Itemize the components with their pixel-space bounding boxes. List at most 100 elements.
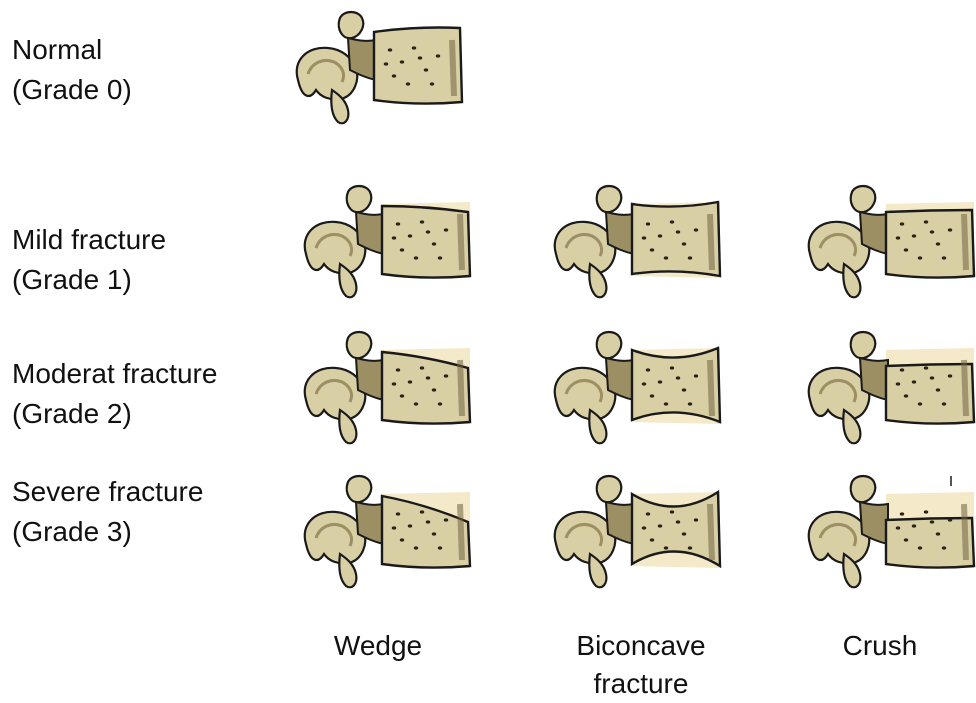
trabecular-pore	[676, 376, 680, 379]
row-label-severe: Severe fracture (Grade 3)	[12, 472, 203, 552]
trabecular-pore	[430, 82, 434, 85]
trabecular-pore	[444, 228, 448, 231]
trabecular-pore	[424, 68, 428, 71]
column-label-crush: Crush	[820, 627, 940, 665]
cortical-shading	[964, 214, 966, 270]
trabecular-pore	[924, 366, 928, 369]
trabecular-pore	[420, 510, 424, 513]
trabecular-pore	[930, 520, 934, 523]
trabecular-pore	[948, 228, 952, 231]
vertebra-severe-wedge	[298, 474, 478, 592]
trabecular-pore	[642, 382, 646, 385]
vertebra-moderate-crush	[802, 330, 976, 448]
trabecular-pore	[408, 524, 412, 527]
articular-process	[851, 476, 876, 502]
trabecular-pore	[924, 220, 928, 223]
trabecular-pore	[642, 526, 646, 529]
vertebra-severe-biconcave	[548, 474, 728, 592]
trabecular-pore	[392, 236, 396, 239]
trabecular-pore	[400, 538, 404, 541]
trabecular-pore	[646, 512, 650, 515]
vertebra-svg	[802, 474, 976, 592]
trabecular-pore	[432, 532, 436, 535]
vertebral-body	[886, 364, 974, 424]
trabecular-pore	[414, 256, 418, 259]
column-label-line1: Wedge	[334, 630, 422, 661]
cortical-shading	[460, 214, 462, 270]
cortical-shading	[460, 360, 462, 416]
articular-process	[597, 476, 622, 502]
trabecular-pore	[912, 234, 916, 237]
row-label-line1: Normal	[12, 30, 132, 70]
trabecular-pore	[642, 236, 646, 239]
articular-process	[851, 186, 876, 212]
cortical-shading	[710, 360, 712, 416]
trabecular-pore	[408, 380, 412, 383]
trabecular-pore	[426, 230, 430, 233]
trabecular-pore	[924, 510, 928, 513]
trabecular-pore	[682, 242, 686, 245]
cortical-shading	[710, 504, 712, 560]
trabecular-pore	[664, 546, 668, 549]
trabecular-pore	[664, 256, 668, 259]
trabecular-pore	[400, 60, 404, 63]
row-label-normal: Normal (Grade 0)	[12, 30, 132, 110]
cortical-shading	[964, 504, 966, 560]
trabecular-pore	[396, 222, 400, 225]
trabecular-pore	[918, 256, 922, 259]
articular-process	[347, 332, 372, 358]
trabecular-pore	[444, 374, 448, 377]
trabecular-pore	[438, 402, 442, 405]
row-label-moderate: Moderat fracture (Grade 2)	[12, 354, 217, 434]
trabecular-pore	[896, 526, 900, 529]
trabecular-pore	[414, 402, 418, 405]
vertebra-mild-wedge	[298, 184, 478, 302]
trabecular-pore	[688, 402, 692, 405]
stray-mark	[950, 476, 952, 486]
articular-process	[347, 186, 372, 212]
trabecular-pore	[426, 520, 430, 523]
trabecular-pore	[406, 82, 410, 85]
articular-process	[597, 332, 622, 358]
column-label-line2: fracture	[556, 665, 726, 703]
trabecular-pore	[444, 518, 448, 521]
vertebra-svg	[298, 330, 478, 448]
trabecular-pore	[688, 546, 692, 549]
cortical-shading	[710, 214, 712, 270]
trabecular-pore	[392, 526, 396, 529]
vertebra-mild-biconcave	[548, 184, 728, 302]
trabecular-pore	[396, 368, 400, 371]
trabecular-pore	[388, 48, 392, 51]
vertebra-svg	[548, 330, 728, 448]
trabecular-pore	[384, 62, 388, 65]
trabecular-pore	[414, 546, 418, 549]
trabecular-pore	[418, 56, 422, 59]
vertebra-mild-crush	[802, 184, 976, 302]
trabecular-pore	[948, 374, 952, 377]
articular-process	[851, 332, 876, 358]
vertebral-body	[886, 210, 974, 278]
trabecular-pore	[900, 368, 904, 371]
trabecular-pore	[426, 376, 430, 379]
row-label-line1: Severe fracture	[12, 472, 203, 512]
articular-process	[597, 186, 622, 212]
trabecular-pore	[396, 512, 400, 515]
cortical-shading	[460, 504, 462, 560]
trabecular-pore	[688, 256, 692, 259]
vertebra-svg	[802, 184, 976, 302]
vertebra-severe-crush	[802, 474, 976, 592]
trabecular-pore	[432, 242, 436, 245]
row-label-line1: Moderat fracture	[12, 354, 217, 394]
trabecular-pore	[930, 230, 934, 233]
vertebra-svg	[298, 184, 478, 302]
column-label-biconcave: Biconcave fracture	[556, 627, 726, 703]
trabecular-pore	[896, 382, 900, 385]
trabecular-pore	[900, 512, 904, 515]
row-label-line2: (Grade 2)	[12, 394, 217, 434]
trabecular-pore	[392, 382, 396, 385]
row-label-line1: Mild fracture	[12, 220, 166, 260]
trabecular-pore	[694, 374, 698, 377]
trabecular-pore	[412, 46, 416, 49]
trabecular-pore	[896, 236, 900, 239]
row-label-line2: (Grade 1)	[12, 260, 166, 300]
